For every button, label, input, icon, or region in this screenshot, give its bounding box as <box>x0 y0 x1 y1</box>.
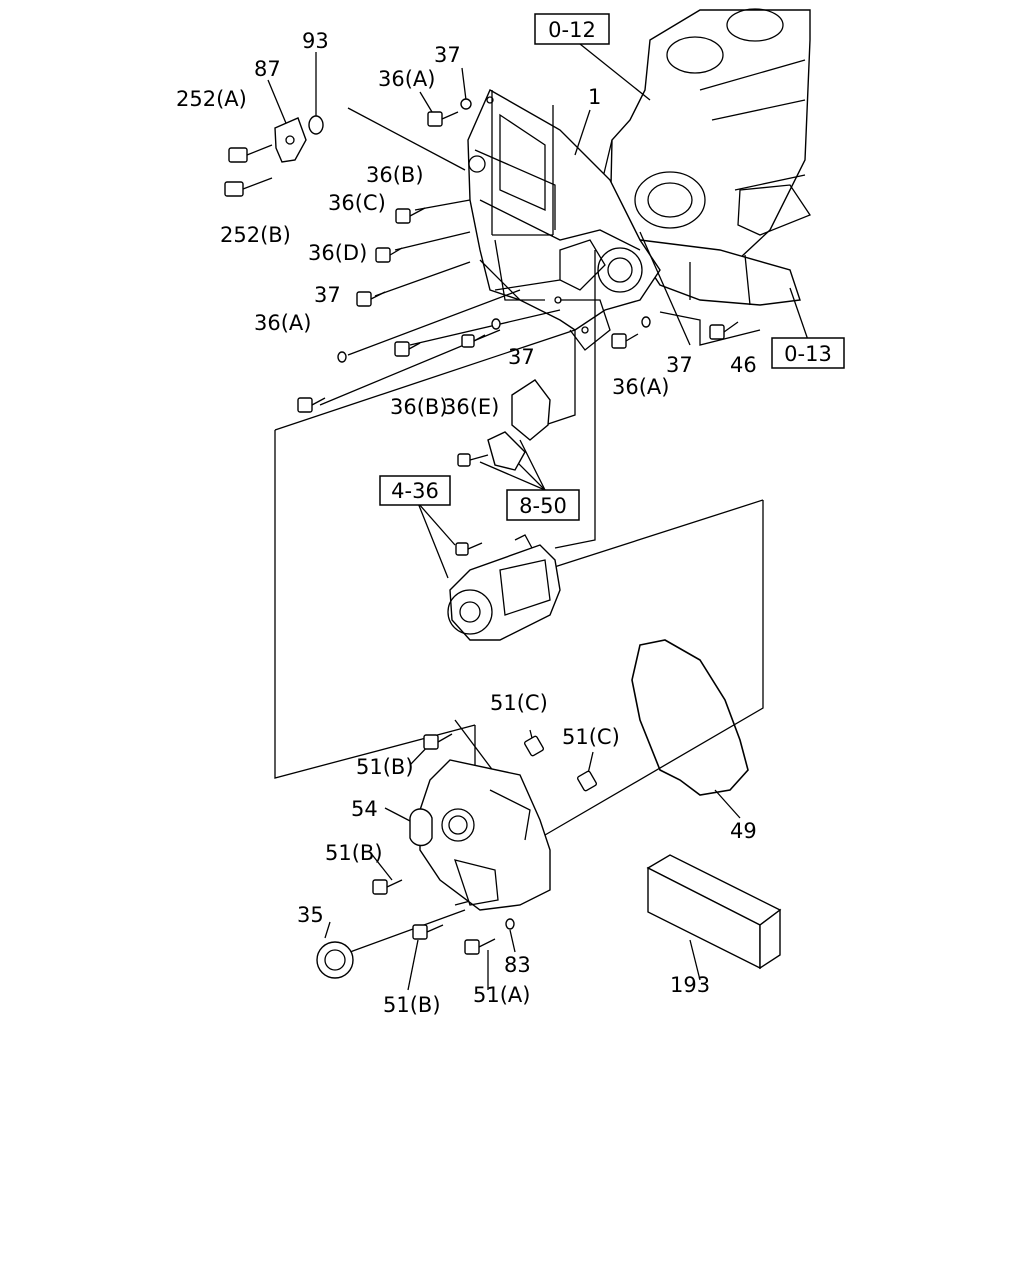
label-193: 193 <box>670 973 710 997</box>
bolt-51b-top <box>423 733 453 750</box>
label-252b: 252(B) <box>220 223 291 247</box>
reference-0-12: 0-12 <box>534 13 610 45</box>
reference-4-36-text: 4-36 <box>391 479 439 503</box>
washer-37-left <box>337 351 347 363</box>
label-36c: 36(C) <box>328 191 386 215</box>
sealant-193 <box>646 854 782 970</box>
bolt-36a-top <box>427 111 459 127</box>
reference-0-13: 0-13 <box>771 337 845 369</box>
label-37-right: 37 <box>666 353 693 377</box>
washer-37-right <box>641 316 651 328</box>
engine-block-drawing <box>599 8 811 306</box>
label-51a: 51(A) <box>473 983 530 1007</box>
gasket-49 <box>631 639 749 796</box>
bolt-252a <box>228 144 273 163</box>
bolt-51a <box>464 938 496 955</box>
label-49: 49 <box>730 819 757 843</box>
label-83: 83 <box>504 953 531 977</box>
washer-37-mid <box>491 318 501 330</box>
label-54: 54 <box>351 797 378 821</box>
o-ring-93 <box>308 115 324 135</box>
label-35: 35 <box>297 903 324 927</box>
bolt-36d <box>356 291 386 307</box>
bolt-252b <box>224 177 273 197</box>
bolt-36a-left <box>297 397 326 413</box>
label-87: 87 <box>254 57 281 81</box>
bolt-51b-mid <box>372 879 403 895</box>
leader-lines <box>267 43 809 991</box>
stud-51c-right <box>576 770 598 792</box>
label-51c-top: 51(C) <box>490 691 548 715</box>
label-46: 46 <box>730 353 757 377</box>
part-labels: 93 87 37 252(A) 36(A) 1 36(B) 36(C) 252(… <box>176 29 757 1017</box>
oil-seal-35 <box>316 941 354 979</box>
reference-0-12-text: 0-12 <box>548 18 596 42</box>
label-36d: 36(D) <box>308 241 367 265</box>
label-252a: 252(A) <box>176 87 247 111</box>
stud-51c-top <box>523 735 545 757</box>
reference-8-50: 8-50 <box>506 489 580 521</box>
bolt-51b-low <box>412 924 444 940</box>
label-1: 1 <box>588 85 601 109</box>
bolts-and-washers <box>224 98 739 413</box>
label-51b-low: 51(B) <box>383 993 441 1017</box>
bolt-36c <box>375 247 403 263</box>
reference-4-36: 4-36 <box>379 475 451 506</box>
label-36e: 36(E) <box>443 395 499 419</box>
starter-4-36-drawing <box>447 534 561 641</box>
label-36b-low: 36(B) <box>390 395 448 419</box>
front-cover-drawing <box>316 733 598 979</box>
label-37-mid: 37 <box>508 345 535 369</box>
label-51c-right: 51(C) <box>562 725 620 749</box>
bracket-87 <box>274 117 307 163</box>
washer-83 <box>505 918 515 930</box>
label-93: 93 <box>302 29 329 53</box>
label-37-top: 37 <box>434 43 461 67</box>
bolt-36b-low <box>394 341 421 357</box>
label-51b-mid: 51(B) <box>325 841 383 865</box>
bracket-8-50-drawing <box>457 379 551 471</box>
seal-54 <box>409 808 433 847</box>
bolt-46 <box>709 321 739 340</box>
label-51b-top: 51(B) <box>356 755 414 779</box>
bolt-36b-top <box>395 207 426 224</box>
gear-case-drawing <box>467 89 661 351</box>
label-36b-top: 36(B) <box>366 163 424 187</box>
label-36a-right: 36(A) <box>612 375 669 399</box>
reference-8-50-text: 8-50 <box>519 494 567 518</box>
label-36a-top: 36(A) <box>378 67 435 91</box>
washer-37-top <box>460 98 472 110</box>
reference-0-13-text: 0-13 <box>784 342 832 366</box>
label-36a-left: 36(A) <box>254 311 311 335</box>
bolt-36e <box>461 334 486 348</box>
bolt-36a-right <box>611 333 639 349</box>
label-37-left: 37 <box>314 283 341 307</box>
